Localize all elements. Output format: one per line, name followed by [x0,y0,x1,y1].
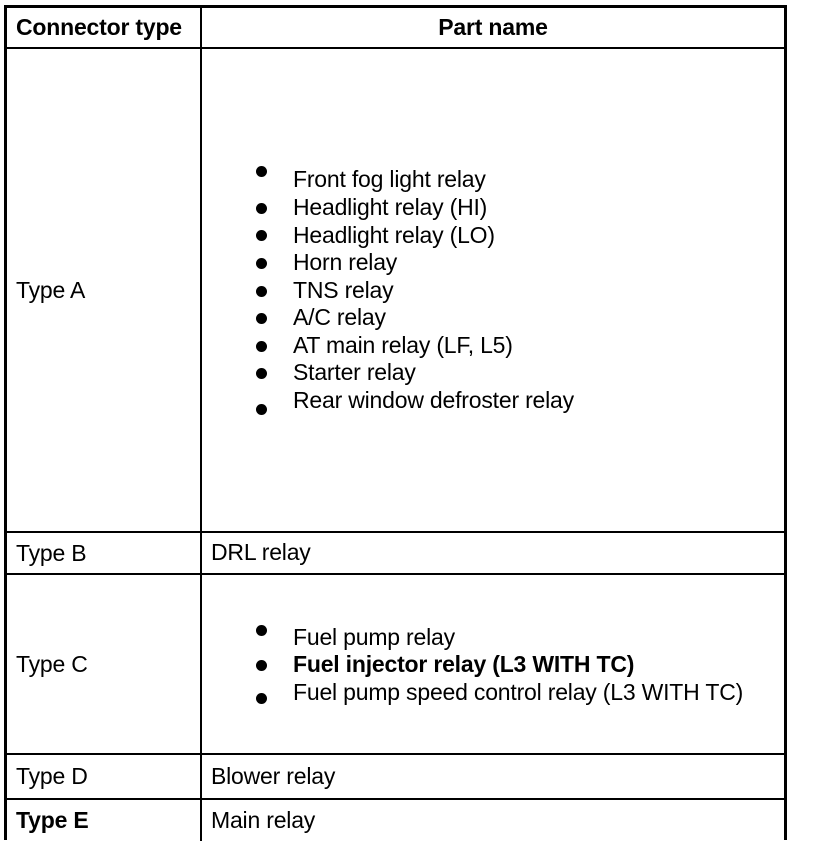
table-row: Type C Fuel pump relay Fuel injector rel… [7,574,784,755]
list-item: Headlight relay (LO) [211,222,774,250]
list-item-label: Headlight relay (LO) [293,221,495,248]
table-row: Type E Main relay [7,799,784,841]
bullet-icon [256,660,267,671]
table-header: Connector type Part name [7,8,784,49]
list-item: A/C relay [211,304,774,332]
list-item: TNS relay [211,277,774,305]
column-header-connector-type: Connector type [7,8,202,49]
part-name-label: Main relay [211,806,316,833]
list-item: Headlight relay (HI) [211,194,774,222]
part-name-label: DRL relay [211,539,311,566]
part-name-list: Front fog light relay Headlight relay (H… [211,148,774,431]
bullet-icon [256,257,267,269]
column-header-part-name: Part name [201,8,784,49]
list-item: Rear window defroster relay [211,387,774,432]
part-name-label: Blower relay [211,762,336,789]
bullet-icon [256,625,267,637]
list-item-label: AT main relay (LF, L5) [293,331,513,358]
table-row: Type A Front fog light relay Headlight r… [7,48,784,533]
table-row: Type B DRL relay [7,532,784,575]
bullet-icon [256,166,267,178]
cell-part-name: DRL relay [201,532,784,575]
list-item: AT main relay (LF, L5) [211,332,774,360]
bullet-icon [256,692,267,704]
list-item: Horn relay [211,249,774,277]
cell-connector-type: Type A [7,48,202,533]
list-item: Fuel pump speed control relay (L3 WITH T… [211,679,774,719]
list-item-label: A/C relay [293,304,386,331]
list-item: Fuel pump relay [211,610,774,652]
cell-connector-type: Type B [7,532,202,575]
cell-part-name: Fuel pump relay Fuel injector relay (L3 … [201,574,784,755]
part-name-list: Fuel pump relay Fuel injector relay (L3 … [211,610,774,719]
list-item-label: Fuel pump relay [293,623,455,650]
table-row: Type D Blower relay [7,754,784,800]
table-body: Type A Front fog light relay Headlight r… [7,48,784,841]
list-item-label: Front fog light relay [293,166,486,193]
bullet-icon [256,202,267,214]
list-item-label: Rear window defroster relay [293,387,574,414]
bullet-icon [256,368,267,380]
list-item: Starter relay [211,359,774,387]
list-item-label: Headlight relay (HI) [293,193,488,220]
bullet-icon [256,313,267,325]
cell-connector-type: Type E [7,799,202,841]
bullet-icon [256,230,267,242]
cell-part-name: Front fog light relay Headlight relay (H… [201,48,784,533]
list-item: Front fog light relay [211,148,774,194]
bullet-icon [256,285,267,297]
cell-connector-type: Type D [7,754,202,800]
cell-part-name: Main relay [201,799,784,841]
bullet-icon [256,404,267,416]
bullet-icon [256,340,267,352]
list-item: Fuel injector relay (L3 WITH TC) [211,651,774,679]
list-item-label: Fuel pump speed control relay (L3 WITH T… [293,678,744,705]
relay-table-frame: Connector type Part name Type A Front fo… [4,5,787,841]
list-item-label: Fuel injector relay (L3 WITH TC) [293,651,635,678]
connector-part-table: Connector type Part name Type A Front fo… [7,8,784,841]
list-item-label: TNS relay [293,276,394,303]
list-item-label: Starter relay [293,359,416,386]
cell-part-name: Blower relay [201,754,784,800]
cell-connector-type: Type C [7,574,202,755]
list-item-label: Horn relay [293,249,398,276]
table-header-row: Connector type Part name [7,8,784,49]
